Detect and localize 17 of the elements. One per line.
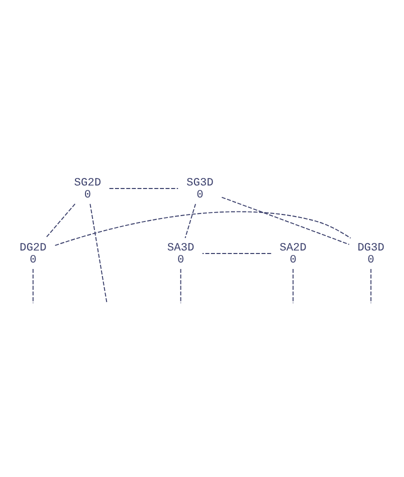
node-text: DG3D 0 <box>357 242 384 266</box>
connector <box>45 203 76 239</box>
node-text: DG2D 0 <box>20 242 47 266</box>
connector <box>292 268 294 304</box>
node-text: SA3D 0 <box>167 242 194 266</box>
connector <box>180 268 182 304</box>
connector <box>90 203 108 304</box>
connector <box>54 211 352 246</box>
connector <box>370 268 372 304</box>
node-text: SA2D 0 <box>280 242 307 266</box>
connector <box>108 188 179 189</box>
connector <box>184 203 196 239</box>
connector <box>221 196 350 245</box>
connector <box>202 252 272 254</box>
connector <box>32 268 34 304</box>
node-text: SG3D 0 <box>186 177 214 202</box>
node-text: SG2D 0 <box>74 177 102 202</box>
